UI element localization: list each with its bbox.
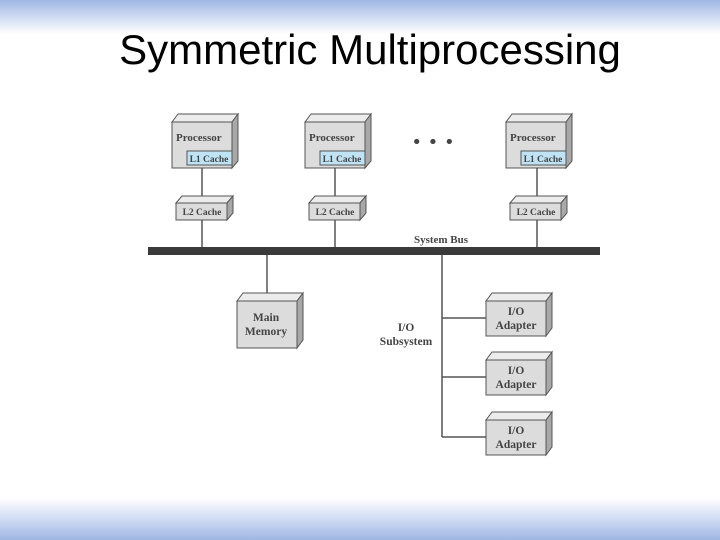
io-subsystem-label-line2: Subsystem [380,336,433,348]
l2-cache-3-label: L2 Cache [517,208,556,218]
l2-cache-3: L2 Cache [508,194,569,222]
l2-cache-1: L2 Cache [174,194,235,222]
system-bus [148,247,600,255]
processor-3-label: Processor [510,132,556,144]
io-adapter-1-label-line1: I/O [508,306,525,318]
main-memory-label-line1: Main [253,312,280,324]
l2-cache-2-label: L2 Cache [316,208,355,218]
l1-cache-3 [520,150,567,166]
io-adapter-3-label-line1: I/O [508,425,525,437]
processor-1-label: Processor [176,132,222,144]
io-adapter-2-label-line1: I/O [508,365,525,377]
io-adapter-1-label-line2: Adapter [496,320,537,332]
l1-cache-2 [319,150,366,166]
processor-1: Processor L1 Cache [171,112,239,170]
connector-lines [201,168,538,438]
processor-2: Processor L1 Cache [304,112,372,170]
system-bus-label: System Bus [414,234,469,246]
l1-cache-1 [186,150,233,166]
l1-cache-2-label: L1 Cache [323,155,362,165]
io-adapter-2: I/O Adapter [485,350,553,397]
io-adapter-3-label-line2: Adapter [496,439,537,451]
slide-title: Symmetric Multiprocessing [119,26,621,73]
l2-cache-2: L2 Cache [307,194,368,222]
l1-cache-1-label: L1 Cache [190,155,229,165]
io-adapter-3: I/O Adapter [485,410,553,457]
processor-3: Processor L1 Cache [505,112,573,170]
io-adapter-2-label-line2: Adapter [496,379,537,391]
l2-cache-1-label: L2 Cache [183,208,222,218]
io-subsystem-label-line1: I/O [398,322,415,334]
processor-2-label: Processor [309,132,355,144]
top-gradient-band [0,0,720,34]
l1-cache-3-label: L1 Cache [524,155,563,165]
main-memory-label-line2: Memory [245,326,287,338]
ellipsis-more-processors: • • • [411,132,454,153]
io-adapter-1: I/O Adapter [485,291,553,338]
bottom-gradient-band [0,498,720,540]
main-memory: Main Memory [236,291,304,350]
